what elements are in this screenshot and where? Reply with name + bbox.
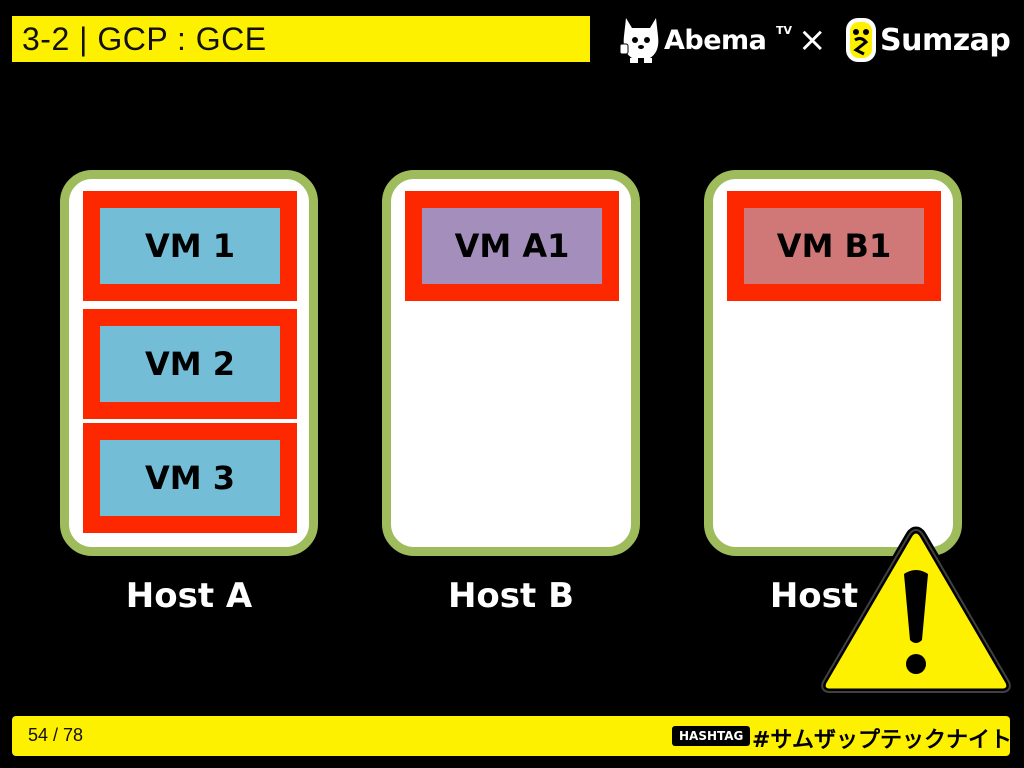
- vm-box: VM A1: [405, 191, 619, 301]
- host-c-box: VM B1: [704, 170, 962, 556]
- slide-title: 3-2 | GCP : GCE: [12, 16, 590, 62]
- header-logos: Abema TV × Sumzap: [618, 12, 1018, 68]
- hashtag-text: #サムザップテックナイト: [752, 728, 1012, 753]
- host-label: Host A: [125, 576, 253, 616]
- vm-label: VM 2: [144, 345, 235, 383]
- abema-wordmark: Abema: [664, 25, 767, 56]
- vm-label: VM A1: [454, 227, 570, 265]
- vm-label: VM 3: [144, 459, 235, 497]
- host-b-box: VM A1: [382, 170, 640, 556]
- page-indicator: 54 / 78: [28, 725, 84, 745]
- vm-label: VM B1: [776, 227, 892, 265]
- host-label: Host: [769, 576, 859, 616]
- warning-triangle-icon: [818, 526, 1014, 696]
- vm-label: VM 1: [144, 227, 235, 265]
- abema-mascot-icon: [620, 18, 659, 63]
- vm-box: VM B1: [727, 191, 941, 301]
- footer-bar: 54 / 78 HASHTAG #サムザップテックナイト: [12, 716, 1012, 756]
- vm-box: VM 3: [83, 423, 297, 533]
- sumzap-wordmark: Sumzap: [880, 23, 1011, 58]
- abema-tv-mark: TV: [776, 24, 793, 37]
- host-a-box: VM 1 VM 2 VM 3: [60, 170, 318, 556]
- vm-box: VM 1: [83, 191, 297, 301]
- vm-box: VM 2: [83, 309, 297, 419]
- sumzap-mascot-icon: [846, 18, 876, 62]
- host-label: Host B: [447, 576, 575, 616]
- hashtag-badge: HASHTAG: [672, 726, 751, 746]
- collaboration-times: ×: [798, 20, 827, 60]
